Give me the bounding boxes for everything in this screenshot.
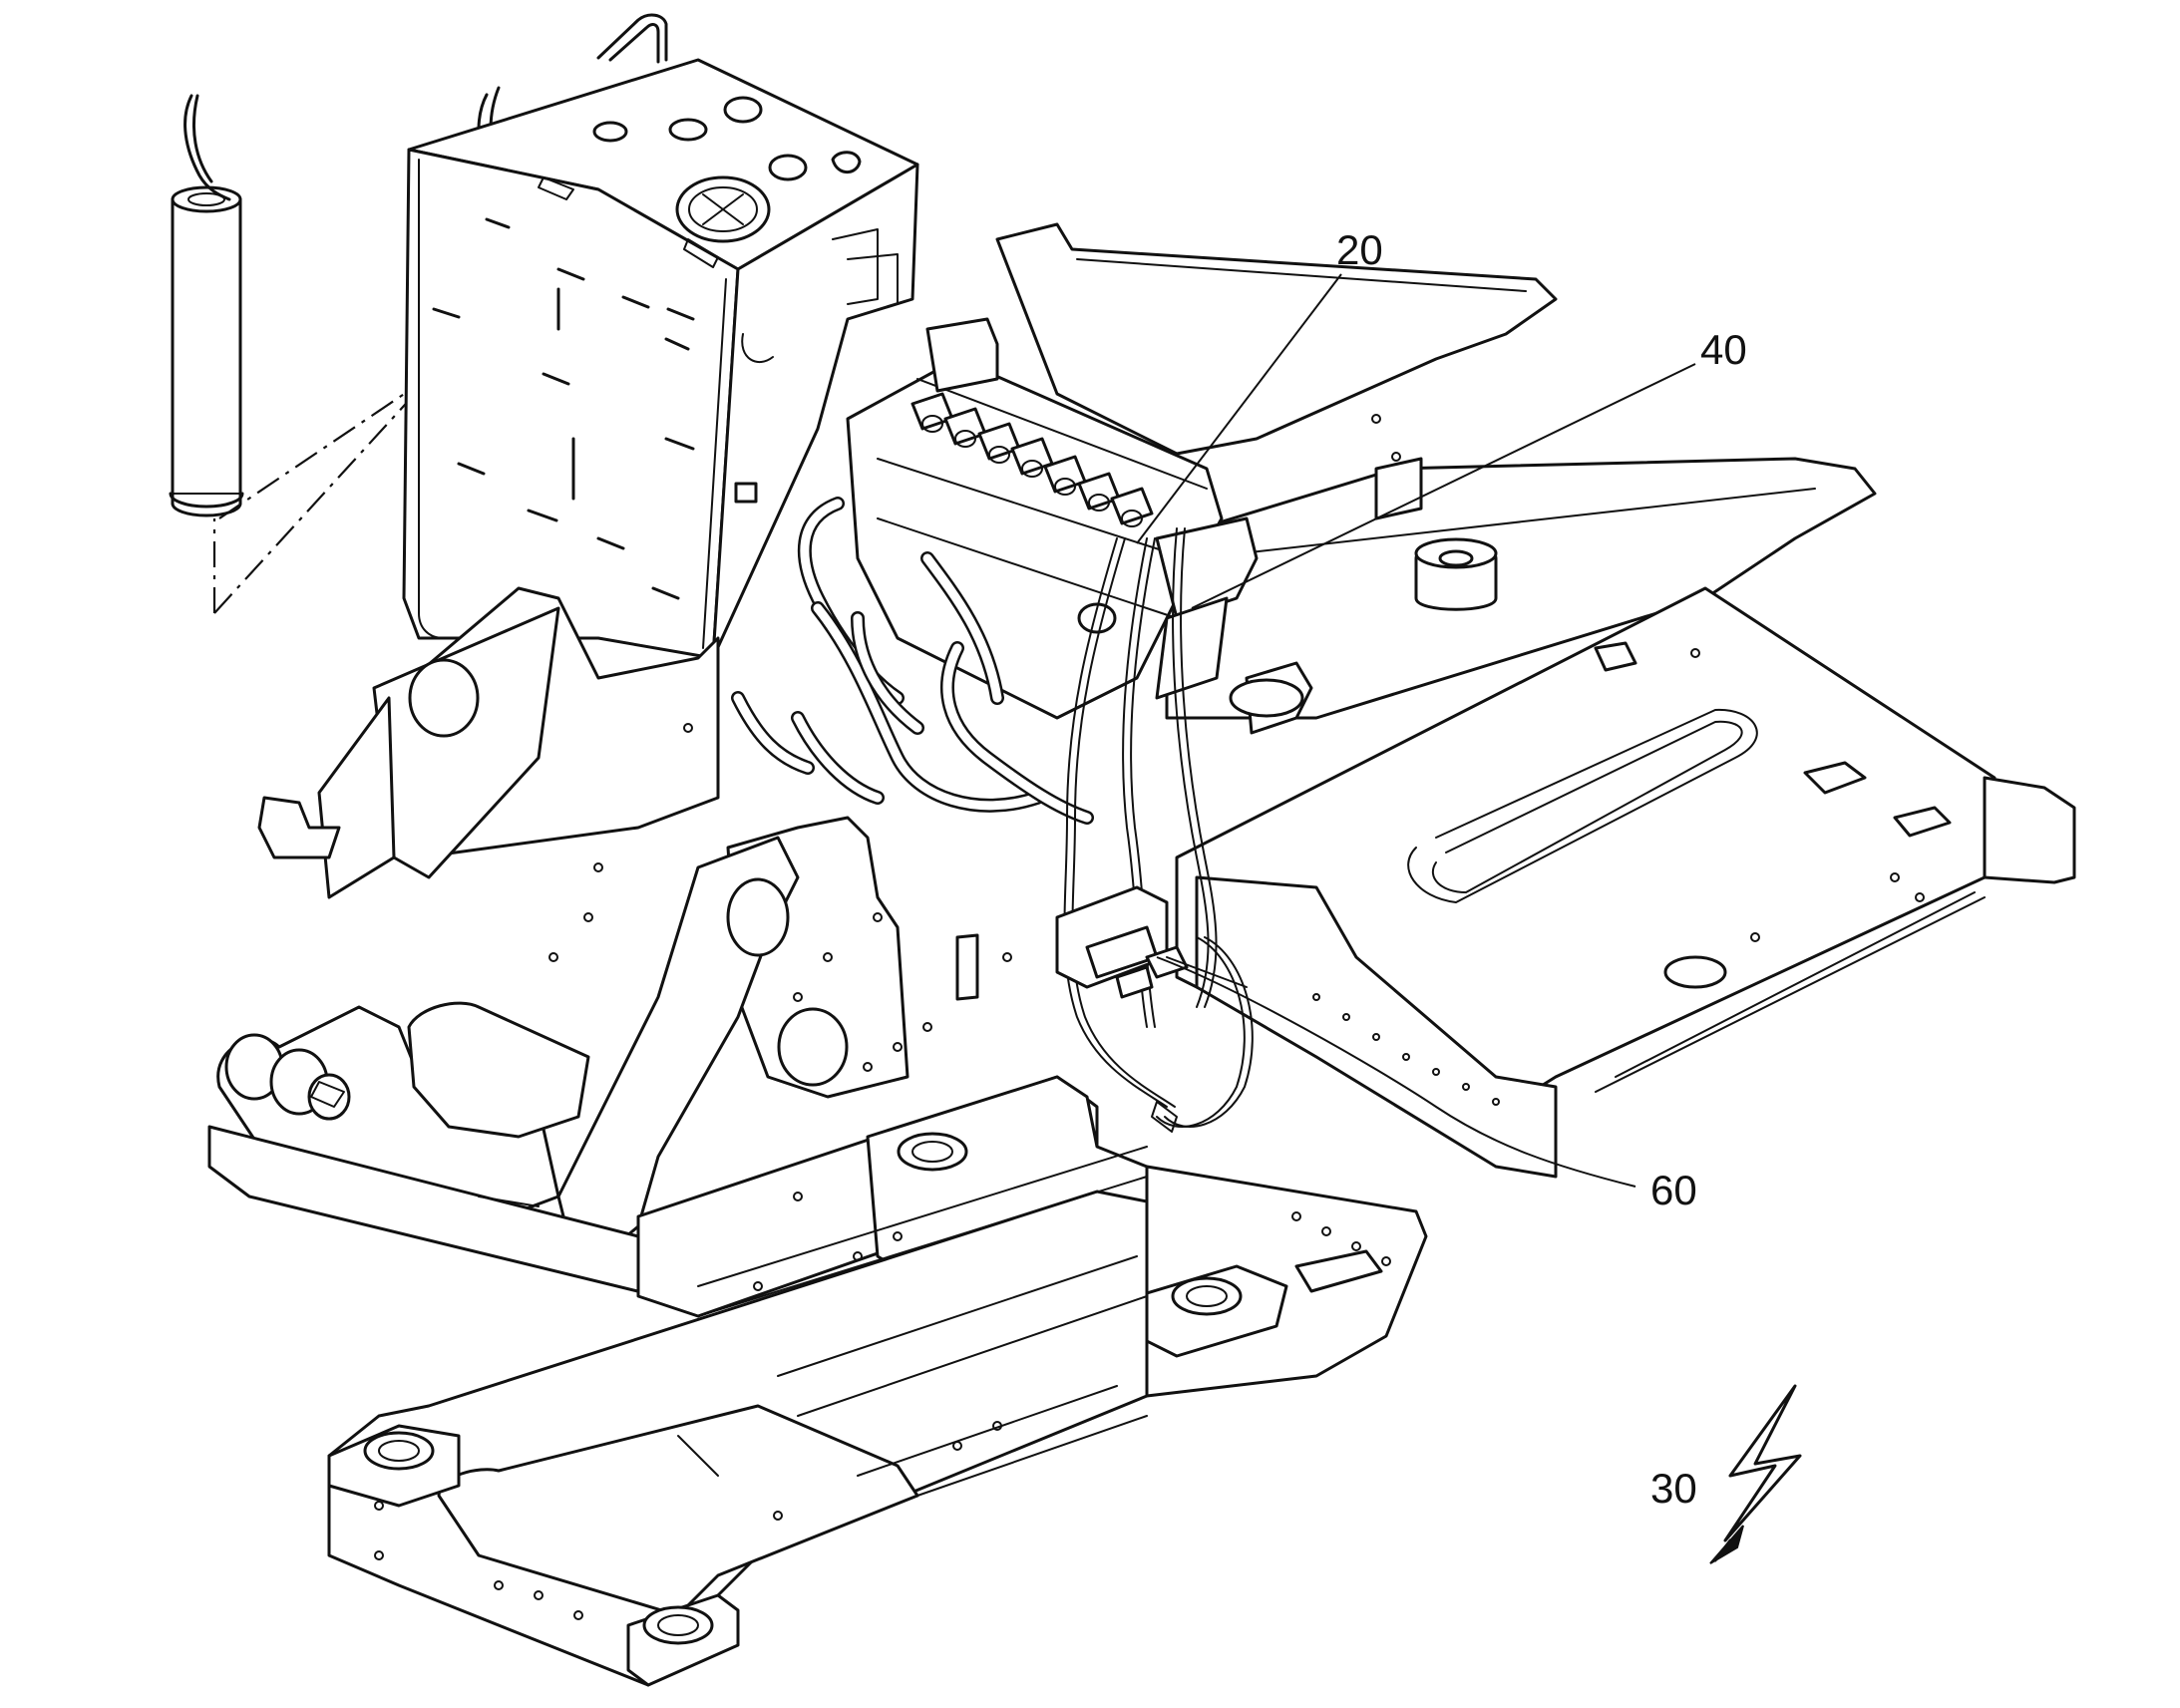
- control-cables: [1063, 527, 1254, 1133]
- lightning-bolt-icon: [1709, 1384, 1802, 1564]
- callout-label-20: 20: [1336, 226, 1383, 273]
- callout-label-30: 30: [1650, 1465, 1697, 1512]
- hydraulic-hoses: [731, 497, 1094, 825]
- control-valve-block: [846, 317, 1313, 735]
- callout-label-40: 40: [1700, 326, 1747, 373]
- tank-slots: [432, 217, 695, 600]
- main-frame: [995, 222, 2076, 1179]
- rail-holes: [1312, 993, 1500, 1106]
- callout-label-60: 60: [1650, 1167, 1697, 1213]
- solenoid-coils: [910, 392, 1154, 527]
- hydraulic-tank: [402, 13, 919, 660]
- filter-cartridge-icon: [169, 94, 244, 517]
- callout-30: 30: [1650, 1384, 1802, 1564]
- callout-40: 40: [1191, 326, 1747, 609]
- lower-carriage-frame: [327, 1075, 1428, 1687]
- pilot-valve-block: [1055, 885, 1248, 999]
- callout-60: 60: [1156, 956, 1697, 1213]
- callout-20: 20: [1136, 226, 1383, 544]
